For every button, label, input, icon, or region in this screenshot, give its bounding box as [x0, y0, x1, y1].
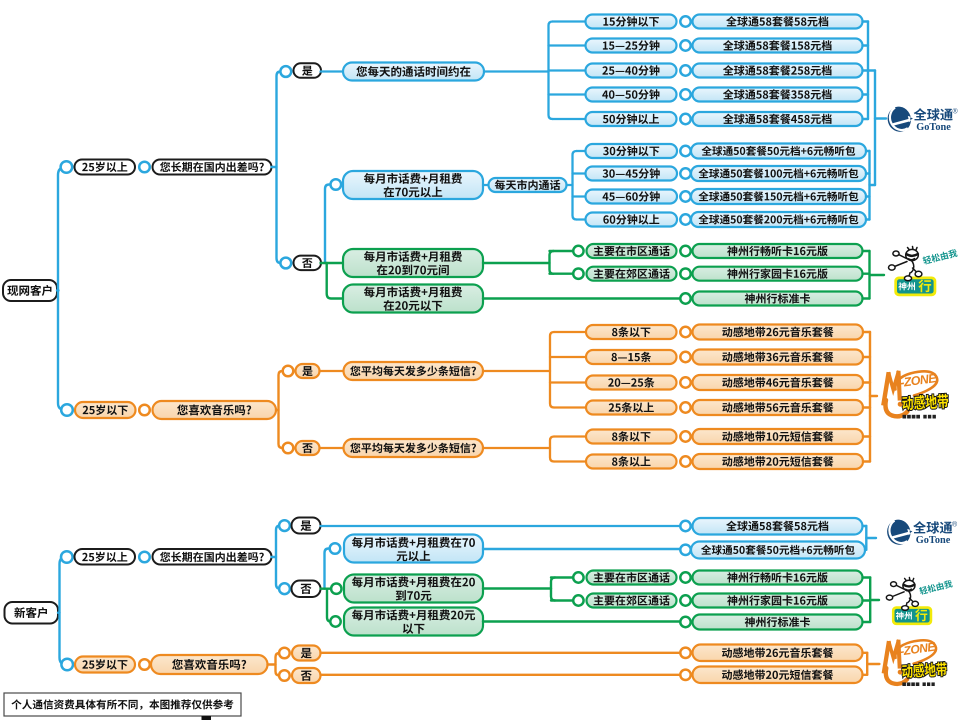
svg-text:®: ® [952, 521, 958, 529]
svg-text:®: ® [953, 108, 959, 116]
svg-text:GoTone: GoTone [916, 535, 951, 546]
svg-text:GoTone: GoTone [916, 122, 951, 133]
svg-text:-ZONE: -ZONE [899, 639, 937, 658]
svg-text:-ZONE: -ZONE [899, 371, 938, 390]
